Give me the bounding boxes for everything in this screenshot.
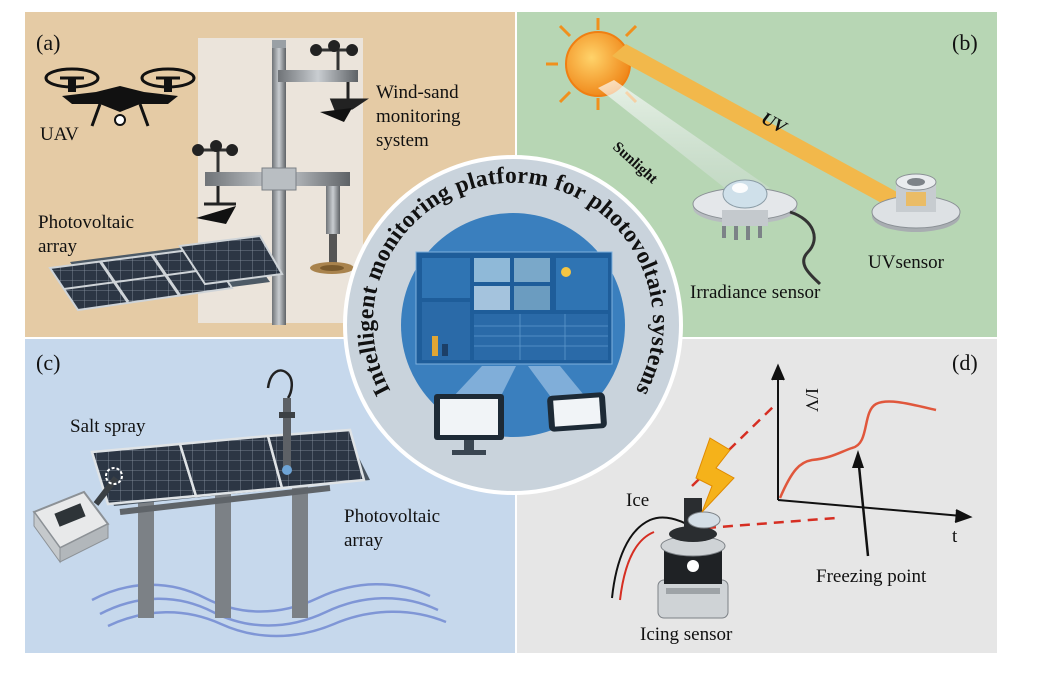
uv-sensor-label: UVsensor (868, 252, 944, 273)
panel-c-tag: (c) (36, 350, 61, 375)
uav-label: UAV (40, 124, 79, 145)
pv-support-posts (119, 478, 331, 618)
tablet-icon (547, 392, 607, 432)
dashboard-preview (415, 251, 613, 365)
lightning-bolt (695, 437, 735, 513)
ice-label: Ice (626, 490, 650, 511)
wind-sand-label-line2: monitoring (376, 106, 461, 127)
irradiance-sensor-label: Irradiance sensor (690, 282, 821, 303)
salt-spray-sensor-icon (32, 467, 123, 564)
panel-b-tag: (b) (952, 30, 978, 55)
panel-d-tag: (d) (952, 350, 978, 375)
uv-beam (612, 44, 908, 212)
pv-array-a-label-line2: array (38, 236, 78, 257)
pv-array-c-label-line2: array (344, 530, 384, 551)
uv-sensor-icon (871, 173, 961, 232)
mast-sensor (266, 369, 295, 475)
pv-array-c-label-line1: Photovoltaic (344, 506, 441, 527)
icing-sensor-icon (611, 437, 735, 619)
freezing-curve (778, 400, 937, 499)
y-axis-label: I/V (802, 388, 822, 412)
pv-array-a (48, 234, 284, 312)
pv-array-a-label-line1: Photovoltaic (38, 212, 135, 233)
sunlight-beam (598, 80, 770, 200)
freezing-point-label: Freezing point (816, 566, 927, 587)
uav-icon (44, 67, 196, 127)
wind-sand-label-line1: Wind-sand (376, 82, 459, 103)
icing-sensor-label: Icing sensor (640, 624, 733, 645)
freezing-point-arrow (856, 455, 870, 557)
pv-array-c (90, 428, 370, 506)
wind-sand-label-line3: system (376, 130, 429, 151)
salt-spray-label: Salt spray (70, 416, 146, 437)
panel-a-tag: (a) (36, 30, 61, 55)
monitor-icon (434, 394, 504, 455)
irradiance-sensor-icon (692, 179, 822, 286)
projection-beam-left (452, 366, 516, 398)
x-axis-label: t (952, 526, 958, 547)
plot-axes (771, 363, 973, 523)
